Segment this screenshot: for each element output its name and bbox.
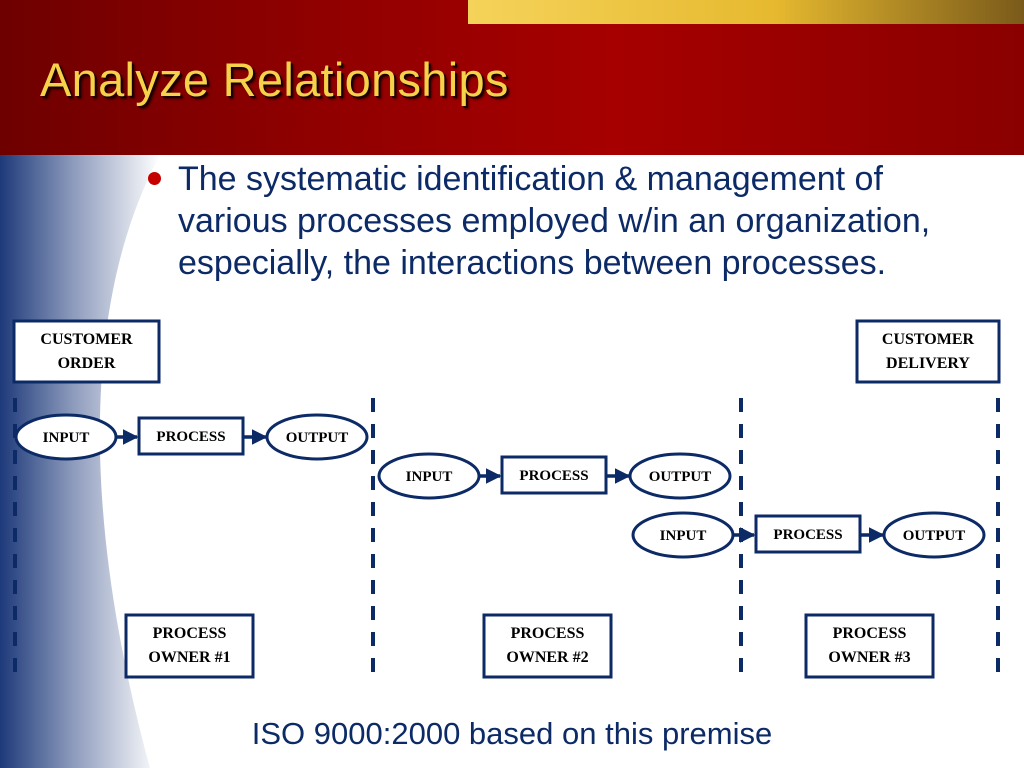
process-label: PROCESS [519,468,588,484]
customer-order-label-line2: ORDER [58,355,116,372]
title-banner [0,0,1024,155]
owner-2-label-line2: OWNER #2 [506,649,588,666]
bullet-text: The systematic identification & manageme… [178,160,931,282]
process-node [137,416,245,456]
customer-order-box: CUSTOMER ORDER [12,319,161,384]
process-node [500,455,608,495]
process-owner-1-box: PROCESS OWNER #1 [124,613,255,679]
owner-3-label-line2: OWNER #3 [828,649,910,666]
output-node [628,452,732,500]
process-node [754,514,862,554]
input-label: INPUT [406,469,453,485]
input-node [631,511,735,559]
owner-3-label-line1: PROCESS [833,625,907,642]
input-label: INPUT [43,430,90,446]
footer-caption: ISO 9000:2000 based on this premise [251,716,773,751]
slide-title: Analyze Relationships [40,53,509,106]
input-node [14,413,118,461]
process-label: PROCESS [156,429,225,445]
output-label: OUTPUT [903,528,966,544]
output-node [265,413,369,461]
process-owner-3-box: PROCESS OWNER #3 [804,613,935,679]
process-chain-1: INPUT PROCESS OUTPUT [14,413,369,461]
input-label: INPUT [660,528,707,544]
bullet-point: The systematic identification & manageme… [148,158,968,284]
output-node [882,511,986,559]
customer-delivery-box: CUSTOMER DELIVERY [855,319,1001,384]
customer-delivery-label-line1: CUSTOMER [882,331,975,348]
output-label: OUTPUT [286,430,349,446]
owner-1-label-line2: OWNER #1 [148,649,230,666]
process-chain-2: INPUT PROCESS OUTPUT [377,452,732,500]
owner-1-label-line1: PROCESS [153,625,227,642]
bullet-dot-icon [148,172,161,185]
process-owner-2-box: PROCESS OWNER #2 [482,613,613,679]
gold-accent-bar [468,0,1024,24]
process-chain-3: INPUT PROCESS OUTPUT [631,511,986,559]
process-label: PROCESS [773,527,842,543]
customer-delivery-label-line2: DELIVERY [886,355,970,372]
output-label: OUTPUT [649,469,712,485]
owner-2-label-line1: PROCESS [511,625,585,642]
customer-order-label-line1: CUSTOMER [40,331,133,348]
input-node [377,452,481,500]
